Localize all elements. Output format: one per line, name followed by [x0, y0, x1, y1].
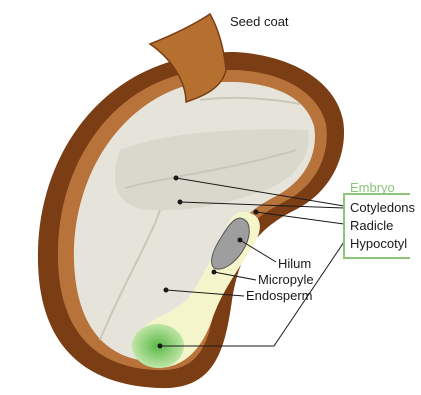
label-embryo: Embryo [350, 180, 395, 195]
label-endosperm: Endosperm [246, 288, 312, 303]
label-radicle: Radicle [350, 218, 393, 233]
label-cotyledons: Cotyledons [350, 200, 416, 215]
label-micropyle: Micropyle [258, 272, 314, 287]
label-hilum: Hilum [278, 256, 311, 271]
label-seed-coat: Seed coat [230, 14, 289, 29]
label-hypocotyl: Hypocotyl [350, 236, 407, 251]
